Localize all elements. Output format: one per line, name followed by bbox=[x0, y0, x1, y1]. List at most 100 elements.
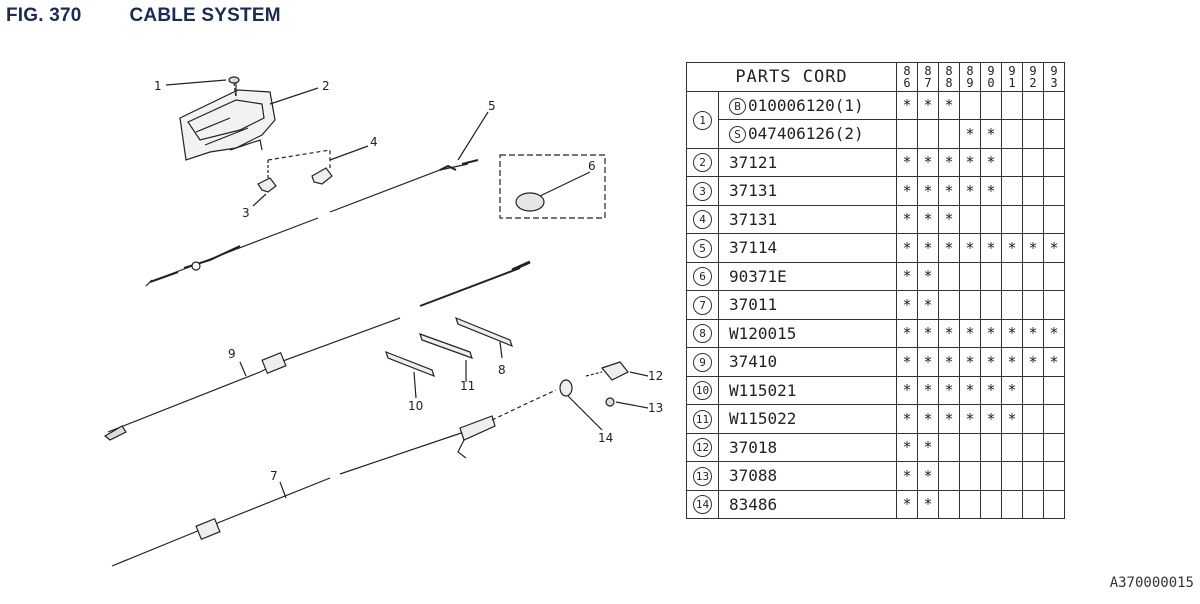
applicability-mark: * bbox=[938, 375, 960, 405]
part-7-cable bbox=[111, 389, 557, 567]
ref-number-cell: 1 bbox=[686, 90, 719, 149]
figure-reference-code: A370000015 bbox=[1109, 575, 1194, 591]
part-9-cable bbox=[103, 260, 531, 441]
ref-number: 13 bbox=[693, 466, 712, 486]
applicability-mark: * bbox=[917, 318, 939, 348]
applicability-mark: * bbox=[917, 375, 939, 405]
applicability-mark: * bbox=[959, 176, 981, 206]
callout-14: 14 bbox=[598, 431, 613, 445]
part-code-cell: 90371E bbox=[718, 261, 897, 291]
callout-11: 11 bbox=[460, 379, 475, 393]
applicability-mark: * bbox=[896, 318, 918, 348]
part-code: 37114 bbox=[729, 238, 778, 258]
applicability-mark bbox=[1001, 432, 1023, 462]
applicability-mark: * bbox=[1001, 318, 1023, 348]
figure-header: FIG. 370 CABLE SYSTEM bbox=[6, 5, 281, 27]
applicability-mark bbox=[938, 290, 960, 320]
applicability-mark: * bbox=[896, 489, 918, 519]
part-code: 37410 bbox=[729, 352, 778, 372]
ref-number-cell: 2 bbox=[686, 147, 719, 177]
part-code-cell: 37131 bbox=[718, 204, 897, 234]
ref-number-cell: 9 bbox=[686, 347, 719, 377]
applicability-mark: * bbox=[959, 404, 981, 434]
ref-number: 9 bbox=[693, 352, 712, 372]
applicability-mark bbox=[1022, 404, 1044, 434]
part-code-cell: 37011 bbox=[718, 290, 897, 320]
applicability-mark: * bbox=[1001, 375, 1023, 405]
applicability-mark bbox=[1043, 90, 1065, 120]
part-code: W115021 bbox=[729, 380, 797, 400]
applicability-mark: * bbox=[1043, 318, 1065, 348]
applicability-mark: * bbox=[980, 233, 1002, 263]
callout-1: 1 bbox=[154, 79, 162, 93]
applicability-mark bbox=[1022, 432, 1044, 462]
applicability-mark: * bbox=[938, 347, 960, 377]
callout-10: 10 bbox=[408, 399, 423, 413]
part-13-screw bbox=[605, 397, 615, 407]
applicability-mark bbox=[938, 489, 960, 519]
applicability-mark bbox=[1022, 204, 1044, 234]
applicability-mark: * bbox=[917, 204, 939, 234]
applicability-mark bbox=[1043, 176, 1065, 206]
ref-number: 5 bbox=[693, 238, 712, 258]
applicability-mark bbox=[980, 261, 1002, 291]
applicability-mark: * bbox=[896, 290, 918, 320]
applicability-mark bbox=[1043, 404, 1065, 434]
applicability-mark: * bbox=[980, 119, 1002, 149]
ref-number: 2 bbox=[693, 153, 712, 173]
part-code-cell: 83486 bbox=[718, 489, 897, 519]
applicability-mark bbox=[1022, 375, 1044, 405]
applicability-mark: * bbox=[959, 318, 981, 348]
ref-number: 10 bbox=[693, 381, 712, 401]
part-code-cell: 37114 bbox=[718, 233, 897, 263]
applicability-mark bbox=[1022, 461, 1044, 491]
applicability-mark bbox=[1043, 489, 1065, 519]
callout-8: 8 bbox=[498, 363, 506, 377]
applicability-mark: * bbox=[959, 347, 981, 377]
ref-number-cell: 8 bbox=[686, 318, 719, 348]
applicability-mark bbox=[1022, 90, 1044, 120]
applicability-mark bbox=[980, 432, 1002, 462]
part-3-clip bbox=[257, 160, 277, 193]
ref-number-cell: 4 bbox=[686, 204, 719, 234]
part-4-clip bbox=[267, 149, 333, 185]
applicability-mark bbox=[1022, 261, 1044, 291]
callout-labels: 1 2 3 4 5 6 7 8 9 10 11 12 13 14 bbox=[154, 79, 663, 483]
applicability-mark: * bbox=[896, 432, 918, 462]
part-6-grommet-box bbox=[499, 154, 606, 219]
applicability-mark bbox=[1022, 489, 1044, 519]
applicability-mark bbox=[980, 204, 1002, 234]
applicability-mark: * bbox=[917, 461, 939, 491]
part-code: 37011 bbox=[729, 295, 778, 315]
part-8-tie bbox=[455, 316, 513, 348]
exploded-parts-diagram: 1 2 3 4 5 6 7 8 9 10 11 12 13 14 bbox=[103, 76, 663, 567]
applicability-mark bbox=[1043, 204, 1065, 234]
ref-number: 4 bbox=[693, 210, 712, 230]
callout-9: 9 bbox=[228, 347, 236, 361]
applicability-mark bbox=[980, 461, 1002, 491]
applicability-mark: * bbox=[917, 261, 939, 291]
applicability-mark: * bbox=[1043, 347, 1065, 377]
part-1-bolt bbox=[228, 76, 240, 99]
callout-7: 7 bbox=[270, 469, 278, 483]
applicability-mark bbox=[1022, 147, 1044, 177]
applicability-mark: * bbox=[938, 233, 960, 263]
ref-number: 14 bbox=[693, 495, 712, 515]
applicability-mark bbox=[1043, 261, 1065, 291]
part-code: W115022 bbox=[729, 409, 797, 429]
ref-number-cell: 7 bbox=[686, 290, 719, 320]
